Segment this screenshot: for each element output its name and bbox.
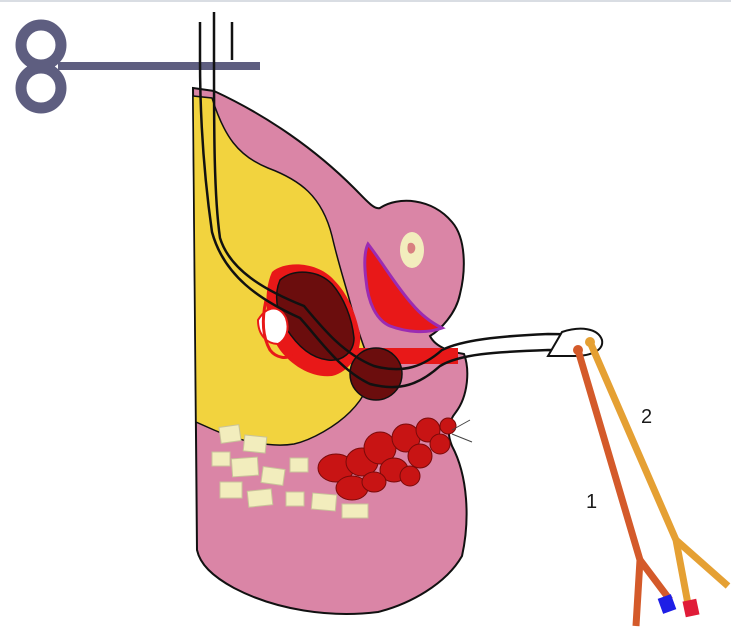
tube-1-tip-blue xyxy=(658,594,677,614)
dark-globe xyxy=(350,348,402,400)
tube-2-label: 2 xyxy=(641,406,652,429)
tube-1 xyxy=(573,345,676,626)
tube-2-tip-red xyxy=(682,599,699,618)
tube-2 xyxy=(585,337,728,617)
tube-1-label: 1 xyxy=(586,491,597,514)
